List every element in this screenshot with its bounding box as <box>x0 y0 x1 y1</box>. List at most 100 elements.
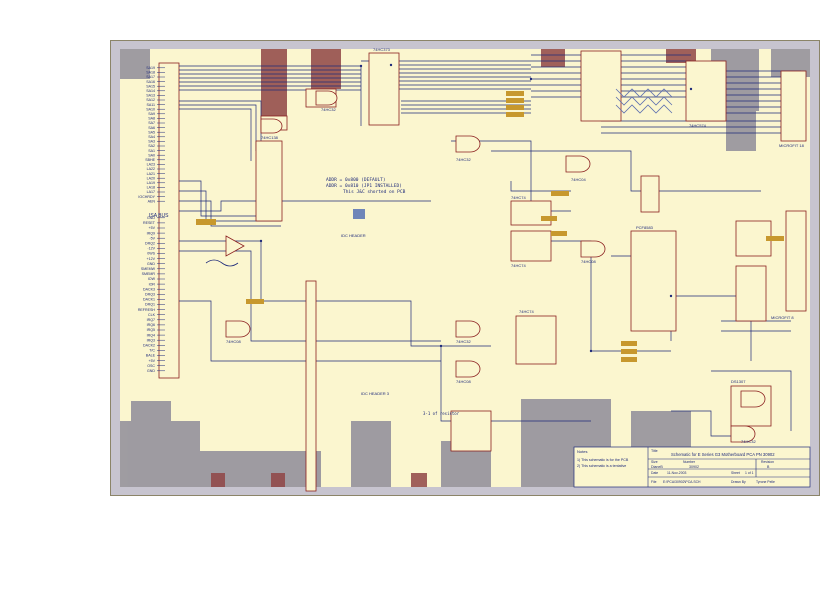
title-block-note-1: 1) This schematic is for the PCB <box>577 458 629 462</box>
title-block-revision: B <box>767 465 770 469</box>
part-u-low-1: 74HC32 <box>456 339 471 344</box>
part-u-top-2: 74HC32 <box>321 107 336 112</box>
title-block-number-label: Number <box>683 460 696 464</box>
isa-pin-label: IRQ6 <box>147 323 155 327</box>
isa-pin-label: LA18 <box>147 186 155 190</box>
isa-pin-label: BALE <box>146 354 156 358</box>
isa-pin-label: DRQ3 <box>145 293 155 297</box>
title-block-size-label: Size <box>651 460 658 464</box>
crystal-symbol <box>205 259 239 267</box>
net-label-tags <box>196 91 784 362</box>
isa-pin-label: SMEMR <box>142 272 156 276</box>
resistor-arrays <box>615 88 673 114</box>
title-block-file: E:\PCA\30902\PCA.SCH <box>663 480 701 484</box>
isa-pin-label: T/C <box>149 349 155 353</box>
isa-pin-label: SA3 <box>148 140 155 144</box>
isa-pin-label: +12V <box>147 257 156 261</box>
title-block-date: 11-Nov-2003 <box>667 471 686 475</box>
title-block: Notes 1) This schematic is for the PCB 2… <box>573 446 811 488</box>
isa-pin-label: REFRESH <box>138 308 156 312</box>
isa-pin-label: -5V <box>149 236 155 240</box>
isa-pin-label: GND <box>147 262 155 266</box>
isa-pin-label: IRQ7 <box>147 318 155 322</box>
isa-pin-label: SA18 <box>146 71 155 75</box>
isa-pin-label: LA20 <box>147 176 155 180</box>
isa-pin-label: SA12 <box>146 98 155 102</box>
isa-pin-label: IRQ3 <box>147 338 155 342</box>
part-u-left-1: 74HC138 <box>261 135 279 140</box>
isa-pin-label: SA0 <box>148 153 155 157</box>
isa-pin-label: OSC <box>147 364 155 368</box>
jumper-jp1 <box>353 209 365 219</box>
isa-pin-label: IOW <box>148 277 156 281</box>
annotation-addr-jp1: ADDR = 0x810 (JP1 INSTALLED) <box>326 183 402 189</box>
isa-bus-connector: SA19SA18SA17SA16SA15SA14SA13SA12SA11SA10… <box>138 62 180 379</box>
isa-pin-label: DACK3 <box>143 287 155 291</box>
isa-pin-label: IOR <box>149 282 156 286</box>
isa-pin-label: DACK1 <box>143 298 155 302</box>
isa-pin-label: IRQ5 <box>147 328 155 332</box>
title-block-sheet: 1 of 1 <box>745 471 754 475</box>
isa-pin-label: SBHE <box>145 158 155 162</box>
isa-pin-label: SA9 <box>148 112 155 116</box>
title-block-note-2: 2) This schematic is a tentative <box>577 464 626 468</box>
isa-pin-label: DRQ1 <box>145 303 155 307</box>
isa-pin-label: SA6 <box>148 126 155 130</box>
annotation-reset: 3-1 of resistor <box>423 411 460 416</box>
isa-pin-label: SA13 <box>146 94 155 98</box>
isa-pin-label: SA7 <box>148 121 155 125</box>
isa-pin-label: LA21 <box>147 172 155 176</box>
isa-pin-label: +5V <box>149 226 156 230</box>
connector-right-mid: MICROFIT 8 <box>771 315 794 320</box>
part-u-right: 74HC574 <box>689 123 707 128</box>
isa-pin-label: SA5 <box>148 130 155 134</box>
logic-gates <box>225 90 766 443</box>
isa-pin-label: 0WS <box>147 252 155 256</box>
isa-pin-label: SA4 <box>148 135 155 139</box>
part-u-mid-4: 74HC74 <box>511 263 526 268</box>
isa-pin-label: SA8 <box>148 117 155 121</box>
isa-pin-label: DRQ2 <box>145 242 155 246</box>
title-block-title-label: Title <box>651 449 658 453</box>
isa-pin-label: LA19 <box>147 181 155 185</box>
annotation-addr-default: ADDR = 0x800 (DEFAULT) <box>326 177 386 183</box>
isa-pin-label: SA10 <box>146 107 155 111</box>
isa-pin-label: +5V <box>149 359 156 363</box>
isa-pin-label: SA2 <box>148 144 155 148</box>
border-top <box>111 41 819 49</box>
isa-pin-label: RESET <box>143 221 156 225</box>
isa-pin-label: SA11 <box>146 103 155 107</box>
isa-pin-label: SA17 <box>146 75 155 79</box>
isa-pin-label: SA19 <box>146 66 155 70</box>
isa-pin-label: DACK2 <box>143 344 155 348</box>
isa-pin-label: LA22 <box>147 167 155 171</box>
part-u-mid-2: 74HC08 <box>581 259 596 264</box>
isa-pin-label: CLK <box>148 313 156 317</box>
part-u-bot-right-1: DS1307 <box>731 379 746 384</box>
part-u-low-2: 74HC08 <box>456 379 471 384</box>
isa-pin-label: -12V <box>147 247 155 251</box>
part-u-top-1: 74HC373 <box>373 47 391 52</box>
isa-pin-label: GND <box>147 216 155 220</box>
title-block-drawn: Tyrone Pelle <box>756 480 775 484</box>
isa-bus-label: ISA BUS <box>149 213 169 219</box>
title-block-sheet-label: Sheet <box>731 471 740 475</box>
schematic-diagram: SA19SA18SA17SA16SA15SA14SA13SA12SA11SA10… <box>111 41 819 495</box>
wire-junctions <box>259 63 693 353</box>
part-u-mid-3: 74HC74 <box>511 195 526 200</box>
isa-pin-label: SA15 <box>146 84 155 88</box>
isa-pin-label: LA23 <box>147 163 155 167</box>
title-block-file-label: File <box>651 480 657 484</box>
isa-pin-label: SA1 <box>148 149 155 153</box>
part-u-low-3: 74HC74 <box>519 309 534 314</box>
border-right <box>810 41 819 495</box>
border-left <box>111 41 120 495</box>
border-bottom <box>111 487 819 495</box>
isa-pin-label: SA16 <box>146 80 155 84</box>
connector-right-top: MICROFIT 18 <box>779 143 805 148</box>
isa-pin-label: GND <box>147 369 155 373</box>
isa-pin-label: SMEMW <box>141 267 156 271</box>
isa-pin-label: AEN <box>148 199 156 203</box>
isa-pin-label: IRQ4 <box>147 333 155 337</box>
